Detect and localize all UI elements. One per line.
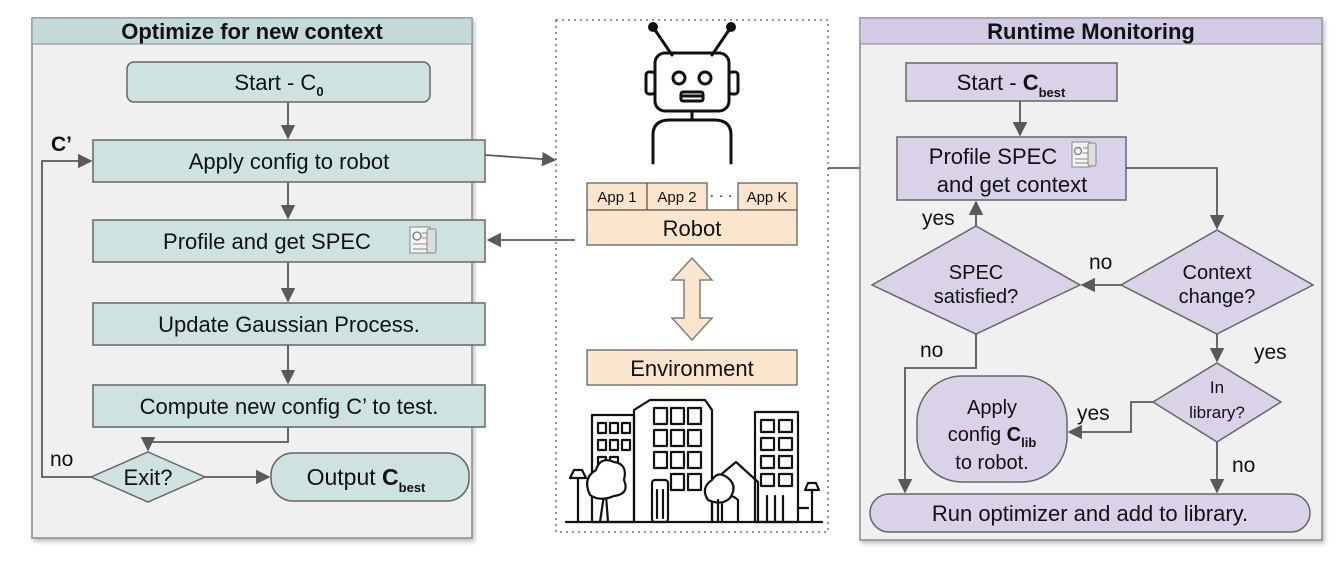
arrow-apply-to-robot [484, 151, 557, 167]
compute-node [92, 384, 486, 428]
apps-ellipsis: · · · [709, 187, 732, 204]
monitor-profile-line2: and get context [937, 172, 1087, 197]
left-panel-header [31, 17, 473, 45]
apply-clib-line3: to robot. [955, 452, 1028, 474]
robot-icon [644, 22, 740, 165]
context-change-line2: change? [1179, 286, 1256, 308]
compute-label: Compute new config C’ to test. [140, 394, 439, 419]
apply-config-label: Apply config to robot [189, 149, 390, 174]
left-panel-title: Optimize for new context [121, 19, 383, 44]
library-yes-label: yes [1077, 402, 1110, 425]
exit-decision [89, 451, 207, 503]
spec-yes-label: yes [922, 207, 955, 230]
spec-no-label: no [920, 339, 943, 362]
arrow-loop-back [41, 153, 93, 478]
in-library-line1: In [1210, 378, 1224, 397]
spec-document-icon [1071, 141, 1097, 168]
app-2-label: App 2 [657, 189, 696, 206]
arrow-spec-run [897, 334, 977, 494]
monitor-start-node [905, 62, 1118, 102]
arrow-profile-context [1126, 167, 1225, 230]
exit-label: Exit? [124, 465, 173, 490]
right-panel-title: Runtime Monitoring [987, 19, 1195, 44]
robot-label: Robot [663, 216, 722, 241]
spec-satisfied-line2: satisfied? [934, 286, 1019, 308]
feedback-label: C’ [51, 133, 72, 156]
left-panel-frame [31, 17, 473, 539]
apply-config-node [92, 139, 486, 183]
app-1-label: App 1 [597, 189, 636, 206]
output-label: Output Cbest [307, 464, 426, 495]
environment-box [586, 349, 798, 386]
arrow-compute-exit [140, 427, 289, 452]
city-icon [564, 398, 824, 524]
output-node [270, 452, 470, 502]
monitor-start-label: Start - Cbest [957, 70, 1066, 100]
robot-box [586, 209, 798, 246]
app-1-box [586, 182, 648, 211]
monitor-profile-line1: Profile SPEC [929, 144, 1057, 169]
profile-label: Profile and get SPEC [163, 229, 371, 254]
run-optimizer-node [869, 493, 1311, 533]
apply-clib-node [916, 375, 1068, 483]
in-library-line2: library? [1189, 403, 1245, 422]
apply-clib-line1: Apply [967, 397, 1017, 419]
exit-no-label: no [50, 448, 73, 471]
run-optimizer-label: Run optimizer and add to library. [932, 501, 1248, 526]
update-gp-label: Update Gaussian Process. [158, 312, 420, 337]
context-change-line1: Context [1183, 262, 1252, 284]
arrow-library-apply [1067, 401, 1153, 440]
app-k-label: App K [747, 189, 788, 206]
start-c0-node [126, 61, 431, 103]
context-no-label: no [1089, 251, 1112, 274]
apply-clib-line2: config Clib [948, 424, 1037, 450]
environment-label: Environment [630, 356, 754, 381]
library-no-label: no [1232, 454, 1255, 477]
spec-satisfied-line1: SPEC [949, 262, 1003, 284]
update-gp-node [92, 302, 486, 346]
robot-environment-double-arrow [670, 256, 714, 342]
spec-document-icon [409, 226, 437, 254]
center-panel: App 1 App 2 · · · App K Robot Environmen… [555, 19, 829, 533]
right-panel-header [859, 17, 1323, 45]
left-panel: Optimize for new context Start - C0 Appl… [31, 17, 486, 539]
start-c0-label: Start - C0 [234, 70, 323, 99]
right-panel: Runtime Monitoring Start - Cbest Profile… [859, 17, 1323, 541]
context-yes-label: yes [1254, 341, 1287, 364]
